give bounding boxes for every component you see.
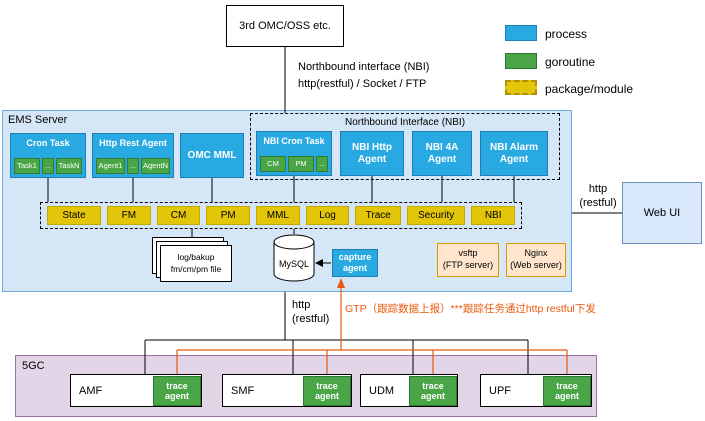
5gc-title: 5GC bbox=[22, 360, 45, 372]
module-mml: MML bbox=[256, 206, 300, 225]
http-rest-agent-goroutines: Agent1 ... AgentN bbox=[96, 158, 170, 174]
nbi-task-ellipsis: ... bbox=[316, 156, 328, 172]
vsftp-server: vsftp (FTP server) bbox=[437, 243, 499, 277]
agent-ellipsis: ... bbox=[127, 158, 139, 174]
database-cylinder-icon bbox=[273, 234, 315, 282]
smf-label: SMF bbox=[231, 384, 255, 397]
nbi-cron-task-process: NBI Cron Task CM PM ... bbox=[256, 131, 332, 176]
http-rest-agent-label: Http Rest Agent bbox=[99, 138, 167, 148]
gtp-trace-note: GTP（跟踪数据上报）***跟踪任务通过http restful下发 bbox=[345, 303, 596, 315]
vsftp-label-line2: (FTP server) bbox=[442, 260, 494, 270]
nbi-http-agent-process: NBI Http Agent bbox=[340, 131, 404, 176]
nbi-group-title: Northbound Interface (NBI) bbox=[344, 117, 466, 128]
taskN-goroutine: TaskN bbox=[56, 158, 82, 174]
mysql-label: MySQL bbox=[278, 259, 309, 269]
nbi-4a-agent-process: NBI 4A Agent bbox=[412, 131, 472, 176]
omc-mml-process: OMC MML bbox=[180, 133, 244, 178]
module-pm: PM bbox=[206, 206, 251, 225]
http-rest-agent-process: Http Rest Agent Agent1 ... AgentN bbox=[92, 133, 174, 178]
module-log: Log bbox=[305, 206, 350, 225]
log-backup-files: log/bakup fm/cm/pm file bbox=[152, 237, 232, 283]
ems-server-title: EMS Server bbox=[8, 114, 68, 126]
nbi-cron-task-label: NBI Cron Task bbox=[263, 136, 325, 146]
module-state: State bbox=[47, 206, 102, 225]
nbi-group-container: Northbound Interface (NBI) bbox=[250, 113, 560, 180]
package-legend-swatch bbox=[505, 80, 537, 95]
module-trace: Trace bbox=[355, 206, 402, 225]
files-label-line2: fm/cm/pm file bbox=[170, 263, 222, 274]
udm-label: UDM bbox=[369, 384, 395, 397]
module-fm: FM bbox=[107, 206, 151, 225]
http-right-line1: http bbox=[588, 183, 608, 195]
vsftp-label-line1: vsftp bbox=[458, 248, 478, 259]
http-restful-right-label: http (restful) bbox=[574, 182, 622, 211]
files-label-line1: log/bakup bbox=[177, 252, 215, 263]
module-security: Security bbox=[407, 206, 466, 225]
cron-task-label: Cron Task bbox=[26, 138, 70, 148]
nbi-link-label-line1: Northbound interface (NBI) bbox=[298, 61, 430, 73]
package-legend-label: package/module bbox=[545, 82, 634, 96]
capture-agent-process: capture agent bbox=[332, 249, 378, 277]
udm-trace-agent: trace agent bbox=[409, 376, 457, 406]
nbi-alarm-agent-process: NBI Alarm Agent bbox=[480, 131, 548, 176]
amf-label: AMF bbox=[79, 384, 103, 397]
module-cm: CM bbox=[156, 206, 201, 225]
package-module-row: State FM CM PM MML Log Trace Security NB… bbox=[40, 202, 522, 229]
smf-trace-agent: trace agent bbox=[303, 376, 351, 406]
upf-trace-agent: trace agent bbox=[543, 376, 591, 406]
task-ellipsis: ... bbox=[42, 158, 54, 174]
nginx-label-line1: Nginx bbox=[524, 248, 548, 259]
amf-trace-agent: trace agent bbox=[153, 376, 201, 406]
nginx-server: Nginx (Web server) bbox=[506, 243, 566, 277]
process-legend-swatch bbox=[505, 25, 537, 41]
agent1-goroutine: Agent1 bbox=[96, 158, 125, 174]
cron-task-goroutines: Task1 ... TaskN bbox=[14, 158, 82, 174]
cm-goroutine: CM bbox=[260, 156, 286, 172]
goroutine-legend-swatch bbox=[505, 53, 537, 69]
omc-oss-box: 3rd OMC/OSS etc. bbox=[226, 5, 344, 47]
module-nbi: NBI bbox=[471, 206, 515, 225]
cron-task-process: Cron Task Task1 ... TaskN bbox=[10, 133, 86, 178]
agentN-goroutine: AgentN bbox=[141, 158, 170, 174]
web-ui-box: Web UI bbox=[622, 182, 702, 244]
http-right-line2: (restful) bbox=[579, 197, 617, 210]
file-page-front: log/bakup fm/cm/pm file bbox=[160, 245, 232, 282]
http-bottom-line2: (restful) bbox=[292, 313, 330, 326]
upf-label: UPF bbox=[489, 384, 511, 397]
goroutine-legend-label: goroutine bbox=[545, 55, 596, 69]
http-bottom-line1: http bbox=[292, 299, 311, 311]
process-legend-label: process bbox=[545, 27, 588, 41]
nbi-link-label-line2: http(restful) / Socket / FTP bbox=[298, 78, 427, 90]
nbi-cron-task-goroutines: CM PM ... bbox=[260, 156, 328, 172]
mysql-database: MySQL bbox=[272, 233, 316, 283]
pm-goroutine: PM bbox=[288, 156, 314, 172]
http-restful-bottom-label: http (restful) bbox=[292, 298, 329, 327]
task1-goroutine: Task1 bbox=[14, 158, 40, 174]
nginx-label-line2: (Web server) bbox=[510, 260, 562, 270]
